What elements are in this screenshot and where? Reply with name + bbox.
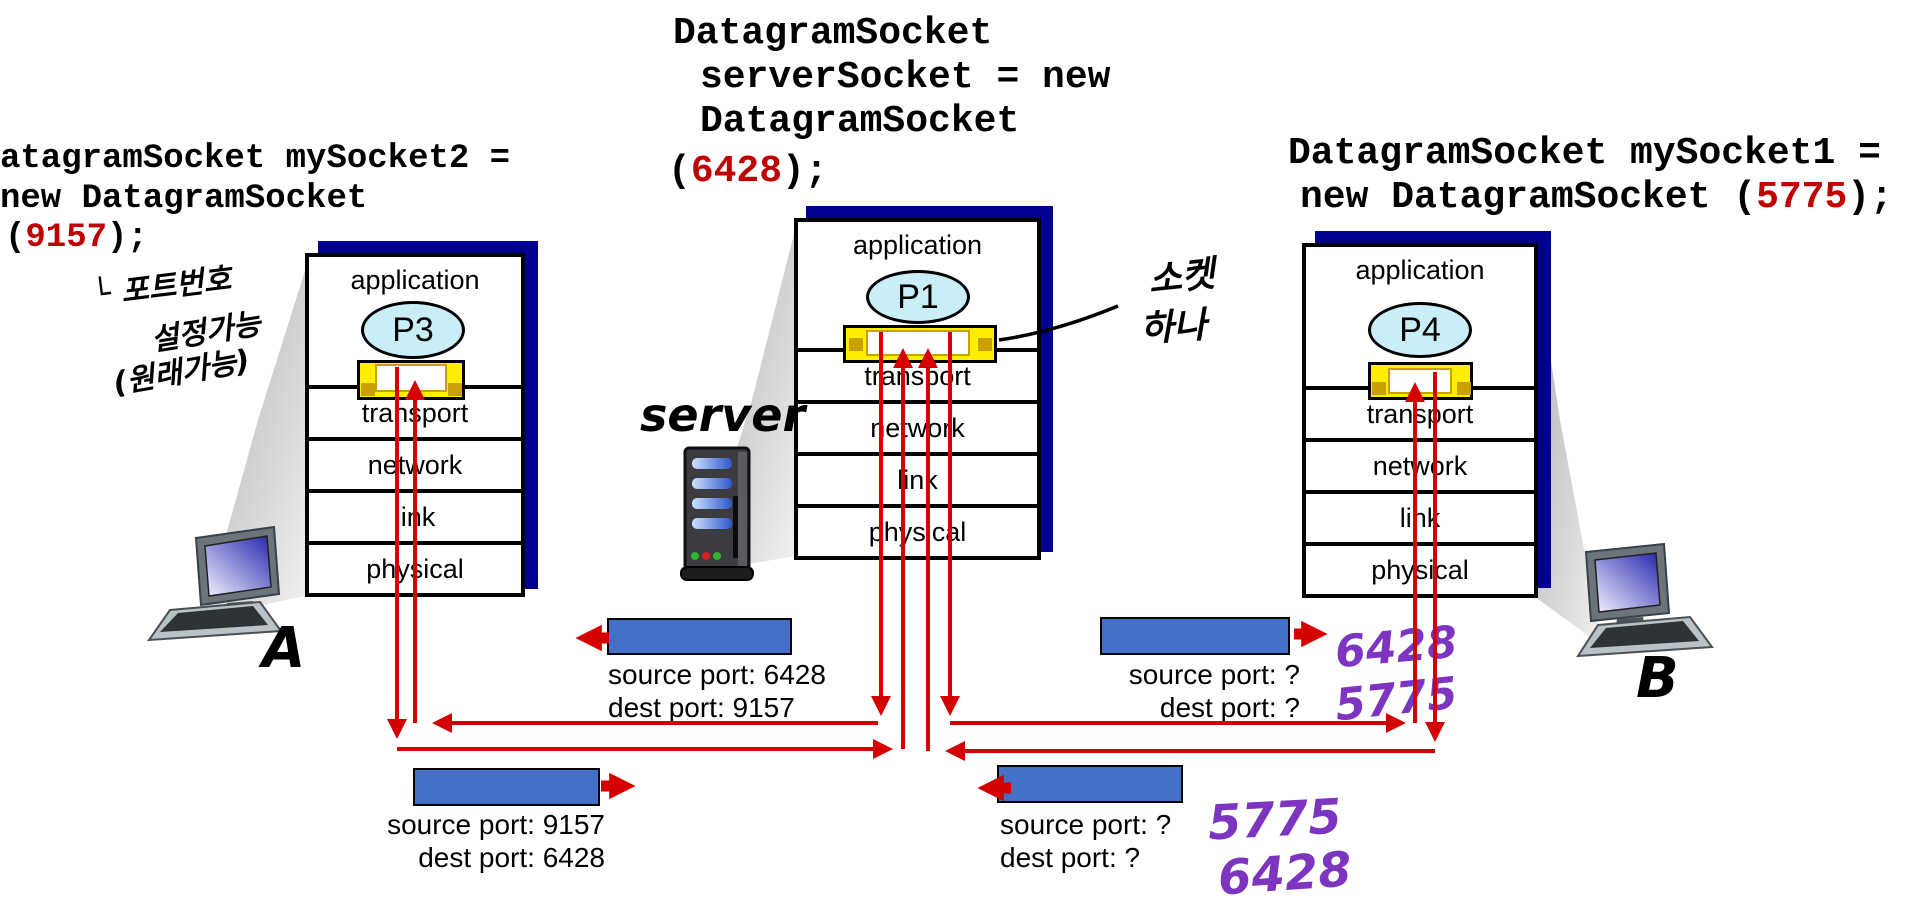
packet-b-to-server-label: source port: ? dest port: ? (1000, 808, 1171, 874)
socket-a-pin (448, 383, 462, 396)
code-line: (9157); (5, 219, 148, 257)
source-port-text: source port: 9157 (387, 809, 605, 840)
socket-a-pin (361, 383, 375, 396)
code-line: (6428); (668, 150, 828, 193)
layer-physical: physical (798, 504, 1037, 556)
code-line: DatagramSocket (673, 12, 993, 55)
dest-port-text: dest port: ? (1000, 842, 1141, 873)
layer-label: physical (868, 516, 967, 547)
socket-server-opening (866, 330, 970, 356)
socket-server-pin (978, 338, 992, 351)
process-p1: P1 (866, 270, 970, 324)
packet-a-to-server (413, 768, 600, 806)
process-p4: P4 (1368, 302, 1472, 358)
source-port-text: source port: 6428 (608, 659, 826, 690)
server-handwritten-label: server (640, 388, 806, 442)
socket-b-pin (1457, 382, 1471, 395)
process-label: P1 (897, 277, 939, 316)
layer-physical: physical (1306, 542, 1534, 594)
process-label: P4 (1399, 310, 1441, 349)
layer-label: application (852, 230, 983, 260)
protocol-stack-b: application transport network link physi… (1302, 243, 1538, 598)
socket-a-opening (375, 364, 447, 392)
port-5775: 5775 (1756, 176, 1848, 219)
layer-label: link (394, 501, 436, 532)
shadow-server (698, 222, 797, 572)
packet-server-to-a-label: source port: 6428 dest port: 9157 (608, 658, 826, 724)
layer-link: link (798, 452, 1037, 504)
socket-server-pin (849, 338, 863, 351)
layer-label: transport (1366, 398, 1474, 429)
code-client-b: DatagramSocket mySocket1 = new DatagramS… (0, 0, 1893, 219)
computer-b-icon (1576, 542, 1714, 658)
packet-server-to-b-label: source port: ? dest port: ? (1085, 658, 1300, 724)
computer-a-icon (146, 525, 283, 642)
layer-label: network (870, 412, 965, 443)
protocol-stack-server: application transport network link physi… (794, 218, 1041, 560)
korean-socket-note-line2: 하나 (1138, 304, 1208, 351)
layer-link: link (1306, 490, 1534, 542)
layer-application: application (309, 257, 521, 385)
packet-b-to-server (997, 765, 1183, 803)
port-9157: 9157 (25, 219, 108, 257)
layer-physical: physical (309, 541, 521, 593)
server-icon (680, 446, 754, 581)
layer-label: physical (366, 553, 464, 584)
packet-server-to-b (1100, 617, 1290, 655)
socket-b-opening (1388, 368, 1452, 394)
packet-server-to-a (607, 618, 792, 655)
source-port-text: source port: ? (1128, 659, 1300, 690)
dest-port-text: dest port: ? (1159, 692, 1300, 723)
code-server: DatagramSocket serverSocket = new Datagr… (0, 0, 1110, 258)
layer-label: transport (864, 360, 971, 391)
layer-link: link (309, 489, 521, 541)
layer-label: application (1355, 255, 1485, 285)
layer-application: application (798, 222, 1037, 348)
dest-port-text: dest port: 9157 (608, 692, 795, 723)
layer-label: network (1372, 450, 1468, 481)
layer-label: network (367, 449, 463, 480)
port-6428: 6428 (690, 150, 783, 193)
layer-network: network (1306, 438, 1534, 490)
code-line: atagramSocket mySocket2 = (0, 140, 511, 178)
code-line: DatagramSocket mySocket1 = (1288, 132, 1881, 175)
dest-port-text: dest port: 6428 (418, 842, 605, 873)
purple-port-note-5775-lower: 5775 (1206, 788, 1343, 852)
shadow-a (203, 258, 309, 618)
source-port-text: source port: ? (1000, 809, 1172, 840)
layer-label: link (1399, 502, 1441, 533)
code-client-a: atagramSocket mySocket2 = new DatagramSo… (0, 0, 510, 257)
layer-label: physical (1371, 554, 1469, 585)
layer-label: link (897, 464, 938, 495)
layer-label: transport (361, 397, 469, 428)
korean-socket-note-line1: 소켓 (1146, 253, 1217, 302)
layer-label: application (350, 265, 480, 295)
process-p3: P3 (361, 301, 465, 359)
process-label: P3 (392, 310, 434, 349)
packet-a-to-server-label: source port: 9157 dest port: 6428 (350, 808, 605, 874)
shadow-b (1534, 250, 1602, 646)
purple-port-note-6428-lower: 6428 (1216, 841, 1354, 902)
layer-network: network (798, 400, 1037, 452)
code-line: DatagramSocket (700, 100, 1020, 143)
host-b-label: B (1636, 646, 1679, 711)
socket-b-pin (1372, 382, 1386, 395)
layer-network: network (309, 437, 521, 489)
host-a-label: A (262, 616, 306, 681)
code-line: serverSocket = new (700, 56, 1111, 99)
layer-application: application (1306, 247, 1534, 386)
code-line: new DatagramSocket (0, 180, 368, 218)
code-line: new DatagramSocket (5775); (1300, 176, 1893, 219)
